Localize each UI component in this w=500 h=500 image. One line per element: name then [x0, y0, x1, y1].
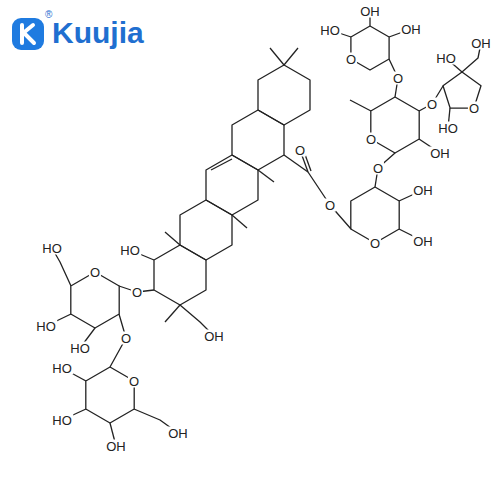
atom-label: O	[120, 332, 132, 345]
bond	[211, 159, 232, 170]
atom-label: O	[294, 144, 306, 157]
atom-label: O	[426, 98, 438, 111]
ring	[351, 187, 399, 243]
ring	[154, 245, 206, 305]
ring	[71, 272, 119, 328]
atom-label: O	[468, 102, 480, 115]
atom-label: OH	[470, 37, 492, 50]
bond	[165, 232, 180, 245]
atom-label: OH	[412, 184, 434, 197]
atom-label: OH	[359, 5, 381, 18]
atom-label: HO	[319, 24, 341, 37]
atom-label: O	[345, 53, 357, 66]
bond	[165, 305, 180, 322]
ring	[180, 200, 232, 260]
ring	[371, 97, 419, 153]
bond	[419, 86, 443, 111]
atom-label: O	[324, 199, 336, 212]
ring	[258, 65, 310, 125]
atom-label: HO	[35, 320, 57, 333]
atom-label: O	[131, 286, 143, 299]
ring	[86, 367, 134, 423]
atom-label: HO	[437, 122, 459, 135]
atom-label: HO	[435, 52, 457, 65]
atom-label: OH	[400, 23, 422, 36]
atom-label: O	[89, 266, 101, 279]
bond	[350, 100, 371, 111]
ring	[206, 155, 258, 215]
bond	[284, 48, 298, 65]
atom-label: O	[369, 237, 381, 250]
atom-label: O	[365, 133, 377, 146]
bond	[258, 170, 274, 182]
logo-badge	[12, 18, 44, 50]
atom-label: OH	[105, 440, 127, 453]
atom-label: HO	[119, 244, 141, 257]
logo-text: Kuujia	[52, 16, 144, 50]
logo-mark: ®	[45, 9, 52, 20]
atom-label: OH	[429, 147, 451, 160]
bond	[232, 215, 247, 228]
atom-label: HO	[51, 362, 73, 375]
logo-glyph	[22, 25, 34, 43]
atom-label: O	[372, 162, 384, 175]
atom-label: HO	[69, 342, 91, 355]
ring	[232, 110, 284, 170]
atom-label: O	[128, 375, 140, 388]
atom-label: OH	[203, 330, 225, 343]
atom-label: HO	[41, 242, 63, 255]
atom-label: HO	[51, 414, 73, 427]
bond	[308, 172, 351, 229]
atom-label: OH	[167, 427, 189, 440]
atom-label: O	[392, 72, 404, 85]
atom-label: OH	[412, 235, 434, 248]
bond	[270, 48, 284, 65]
